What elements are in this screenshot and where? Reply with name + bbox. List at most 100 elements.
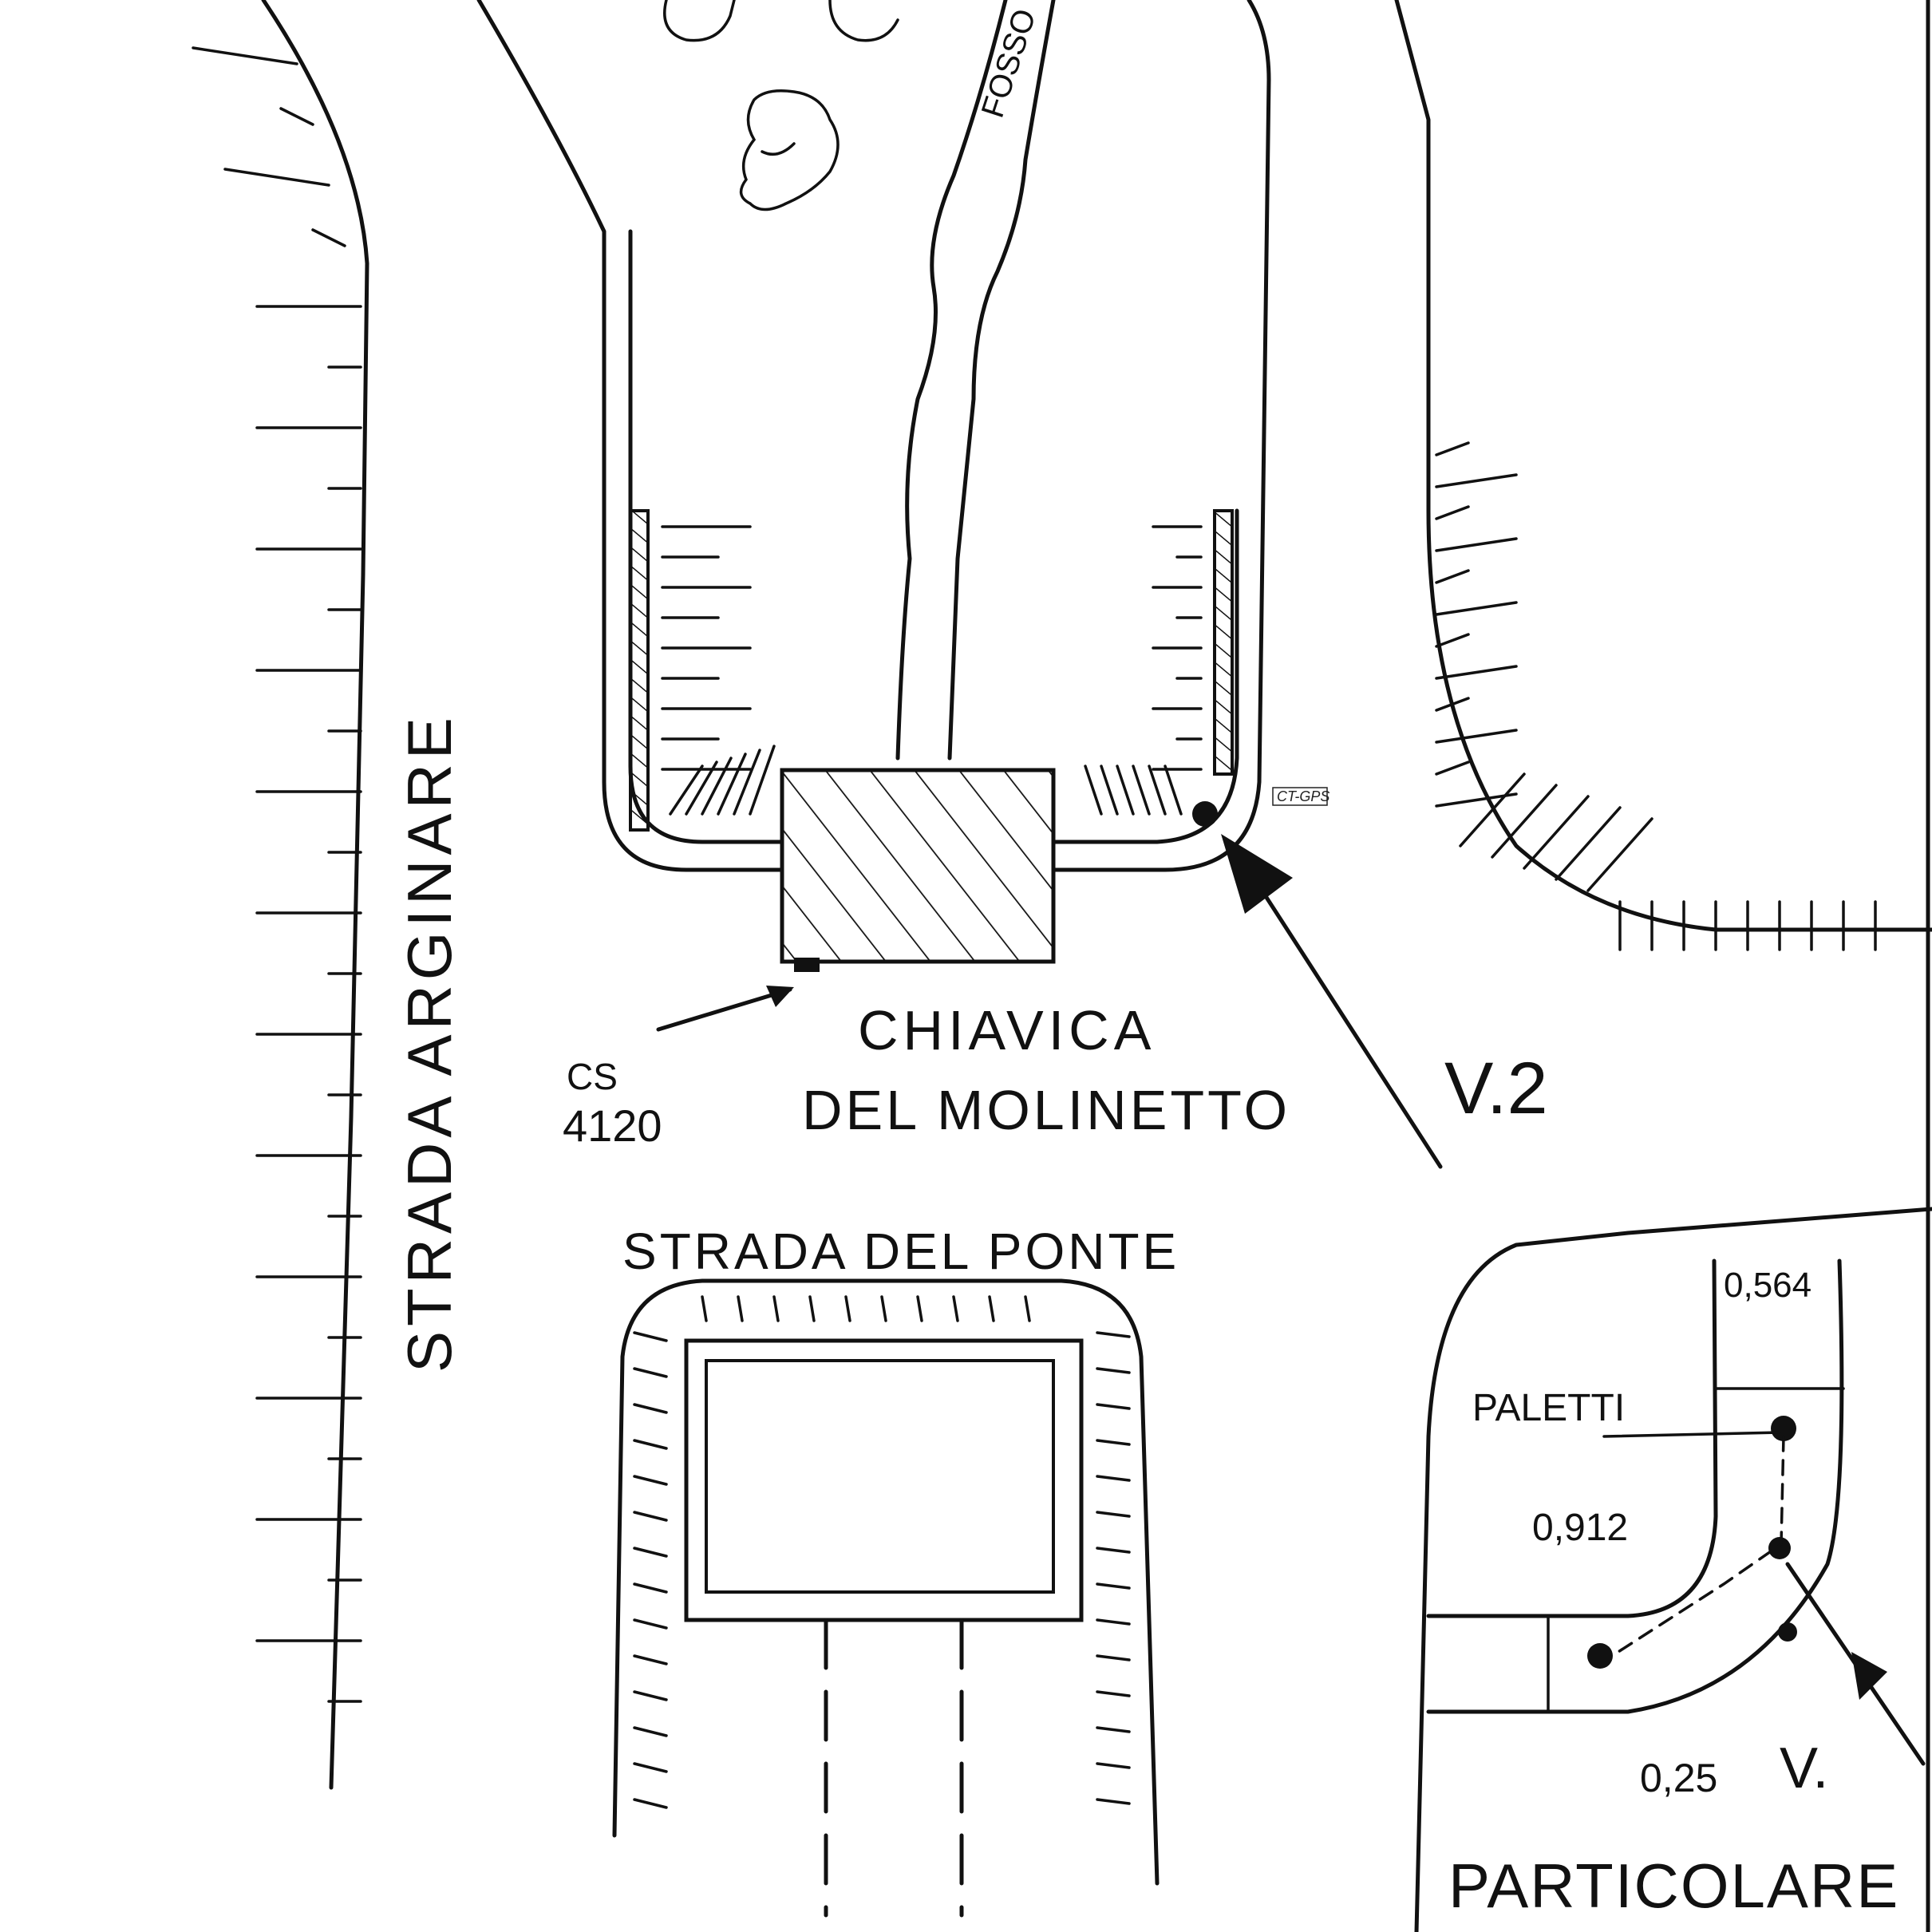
left-wing-wall [629, 509, 650, 832]
structure-label-line2: DEL MOLINETTO [802, 1079, 1290, 1141]
hachure-stroke [1096, 1654, 1131, 1661]
hachure-stroke [1435, 441, 1470, 456]
detail-view-label: V. [1780, 1736, 1828, 1800]
culvert-structure [780, 768, 1056, 964]
hachure-stroke [844, 1295, 851, 1322]
ditch-right-bank [947, 0, 1056, 761]
hachure-stroke [633, 1331, 668, 1342]
hachure-stroke [279, 107, 314, 126]
hachure-stroke [1435, 537, 1518, 552]
hachure-stroke [633, 1475, 668, 1486]
channel-left-wall [476, 0, 784, 872]
hachure-stroke [701, 1295, 708, 1322]
channel-right-inner-wall [1051, 508, 1239, 844]
right-wing-wall [1213, 509, 1234, 776]
hachure-stroke [1435, 505, 1470, 520]
road-left-label: STRADA ARGINARE [394, 713, 464, 1373]
hachure-stroke [633, 1654, 668, 1665]
hachure-stroke [223, 168, 330, 187]
hachure-stroke [633, 1618, 668, 1630]
hachure-stroke [1132, 765, 1151, 816]
hachure-stroke [1096, 1403, 1131, 1410]
hachure-stroke [1096, 1798, 1131, 1805]
survey-point [1192, 801, 1218, 827]
hachure-stroke [1459, 772, 1526, 847]
hachure-stroke [772, 1295, 780, 1322]
hachure-stroke [1096, 1726, 1131, 1733]
hachure-stroke [1096, 1439, 1131, 1446]
benchmark-code-line2: 4120 [563, 1100, 662, 1151]
hachure-stroke [1096, 1547, 1131, 1554]
hachure-stroke [916, 1295, 923, 1322]
benchmark-code-line1: CS [567, 1056, 618, 1097]
hachure-stroke [311, 228, 346, 247]
detail-posts-label: PALETTI [1472, 1387, 1625, 1429]
channel-slope-hachures [661, 525, 1203, 816]
detail-view-arrow-head [1851, 1652, 1887, 1700]
hachure-stroke [633, 1582, 668, 1594]
hachure-stroke [1435, 761, 1470, 776]
bridge-deck-inner [705, 1359, 1055, 1594]
embankment-edge-curve [261, 0, 369, 1790]
detail-dashed [1610, 1435, 1785, 1657]
hachure-stroke [1435, 697, 1470, 712]
post-marker-4 [1587, 1643, 1613, 1669]
right-embankment-hachures [1435, 441, 1877, 951]
hachure-stroke [1555, 806, 1622, 881]
detail-dim-left: 0,912 [1532, 1507, 1628, 1549]
hachure-stroke [1096, 1475, 1131, 1482]
hachure-stroke [633, 1762, 668, 1773]
view-arrow-head [1221, 834, 1293, 914]
hachure-stroke [1096, 1582, 1131, 1590]
hachure-stroke [733, 749, 761, 816]
post-marker-2 [1768, 1537, 1791, 1559]
hachure-stroke [880, 1295, 887, 1322]
hachure-stroke [1491, 784, 1558, 859]
ditch-label: FOSSO [975, 5, 1043, 122]
posts-leader [1602, 1431, 1781, 1438]
hachure-stroke [952, 1295, 959, 1322]
post-marker-1 [1771, 1416, 1796, 1441]
hachure-stroke [685, 761, 718, 816]
hachure-stroke [1435, 601, 1518, 616]
tree-icon [663, 0, 899, 211]
hachure-stroke [633, 1690, 668, 1701]
stamp-label: CT-GPS [1277, 788, 1329, 804]
road-centerline [824, 1618, 964, 1918]
detail-road-edge-2 [1426, 1258, 1844, 1714]
hachure-stroke [1586, 817, 1653, 892]
hachure-stroke [633, 1439, 668, 1450]
bridge-deck-outer [684, 1338, 1084, 1622]
hachure-stroke [1024, 1295, 1031, 1322]
hachure-stroke [808, 1295, 816, 1322]
hachure-stroke [633, 1511, 668, 1522]
hachure-stroke [633, 1726, 668, 1737]
hachure-stroke [669, 765, 704, 816]
hachure-stroke [1164, 765, 1183, 816]
benchmark-arrow-head [766, 986, 794, 1007]
hachure-stroke [633, 1798, 668, 1809]
detail-frame [1414, 1207, 1932, 1932]
hachure-stroke [1096, 1618, 1131, 1626]
hachure-stroke [737, 1295, 744, 1322]
hachure-stroke [1096, 1690, 1131, 1697]
hachure-stroke [1084, 765, 1103, 816]
hachure-stroke [749, 745, 776, 816]
embankment-hachures [192, 46, 362, 1703]
right-embankment-edge [1394, 0, 1932, 932]
hachure-stroke [988, 1295, 995, 1322]
hachure-stroke [1148, 765, 1167, 816]
view-arrow-line [1239, 855, 1443, 1169]
hachure-stroke [633, 1547, 668, 1558]
hachure-stroke [1116, 765, 1135, 816]
road-bottom-label: STRADA DEL PONTE [622, 1223, 1179, 1280]
structure-label-line1: CHIAVICA [858, 999, 1156, 1061]
bridge-outline [612, 1278, 1160, 1886]
detail-dim-bottom: 0,25 [1640, 1756, 1717, 1800]
detail-title: PARTICOLARE [1448, 1851, 1899, 1921]
stamp-box [1272, 787, 1328, 806]
hachure-stroke [1435, 473, 1518, 488]
detail-dim-top: 0,564 [1724, 1266, 1811, 1305]
hachure-stroke [1435, 665, 1518, 680]
channel-right-wall [1051, 0, 1271, 872]
